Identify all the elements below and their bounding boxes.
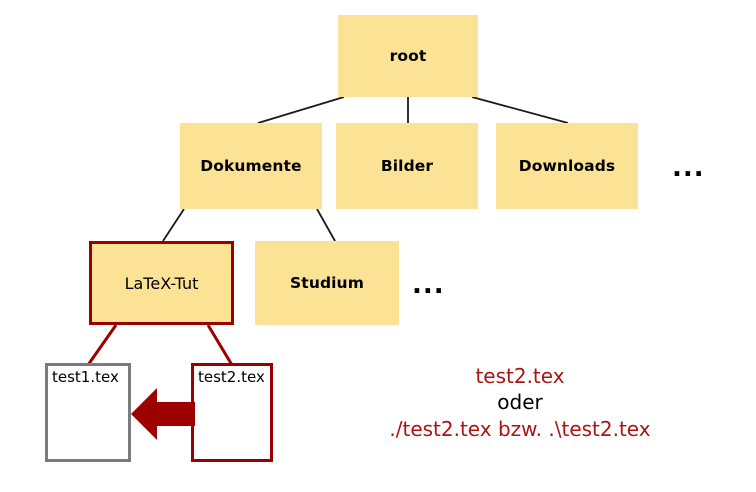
relation-arrow-left [131, 386, 195, 442]
node-root[interactable]: root [338, 15, 478, 97]
ellipsis-level3: ... [412, 270, 445, 300]
node-downloads[interactable]: Downloads [496, 123, 638, 209]
path-note-line-2: oder [497, 390, 543, 415]
arrow-left-icon [131, 388, 195, 440]
node-dokumente-label: Dokumente [200, 157, 302, 175]
node-test2-tex[interactable]: test2.tex [191, 363, 273, 462]
edge-latextut-test1 [86, 324, 118, 366]
node-root-label: root [389, 47, 427, 65]
node-bilder[interactable]: Bilder [336, 123, 478, 209]
path-note: test2.tex oder ./test2.tex bzw. .\test2.… [370, 363, 670, 442]
ellipsis-level2: ... [672, 153, 705, 183]
node-test2-tex-label: test2.tex [198, 368, 265, 386]
edge-root-dokumente [257, 96, 345, 124]
node-studium-label: Studium [290, 274, 364, 292]
node-studium[interactable]: Studium [255, 241, 399, 325]
edge-root-downloads [471, 96, 569, 124]
node-latex-tut-label: LaTeX-Tut [124, 273, 199, 293]
node-dokumente[interactable]: Dokumente [180, 123, 322, 209]
node-latex-tut[interactable]: LaTeX-Tut [89, 241, 234, 325]
node-downloads-label: Downloads [518, 157, 616, 175]
edge-latextut-test2 [206, 324, 234, 366]
path-note-line-3: ./test2.tex bzw. .\test2.tex [389, 416, 651, 441]
edge-dokumente-latextut [162, 208, 185, 242]
node-bilder-label: Bilder [380, 157, 434, 175]
node-test1-tex[interactable]: test1.tex [45, 363, 131, 462]
edge-dokumente-studium [316, 208, 336, 242]
node-test1-tex-label: test1.tex [52, 368, 119, 386]
path-note-line-1: test2.tex [475, 364, 565, 388]
